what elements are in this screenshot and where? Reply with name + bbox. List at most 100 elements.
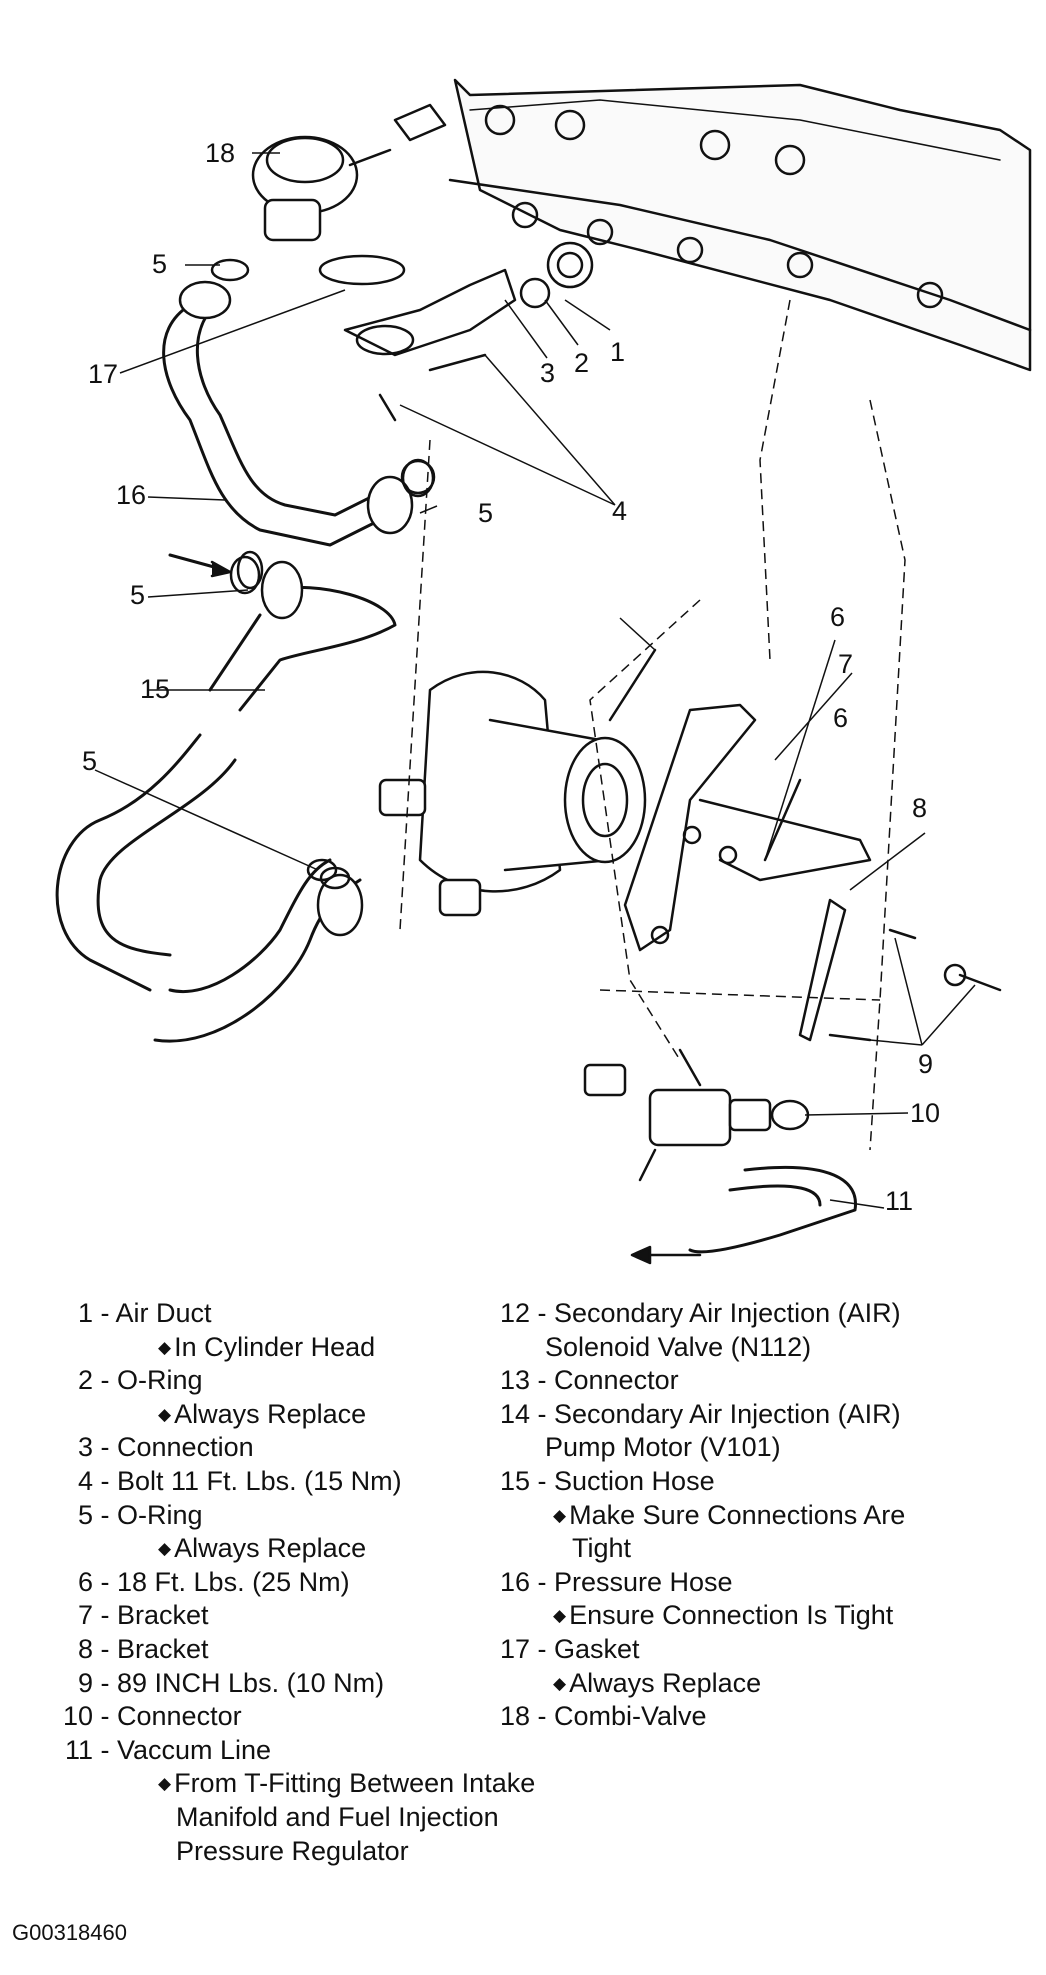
callout-17: 17 <box>88 359 118 389</box>
callout-3: 3 <box>540 358 555 388</box>
legend-note-continued: Pressure Regulator <box>176 1835 409 1866</box>
callout-11: 11 <box>885 1186 913 1216</box>
legend-num: 12 <box>499 1298 530 1328</box>
figure-id: G00318460 <box>12 1920 127 1945</box>
legend-item-16: 16 - Pressure Hose <box>480 1566 905 1600</box>
legend-num: 2 <box>77 1365 93 1396</box>
legend-num: 8 <box>77 1633 93 1664</box>
legend-note: ◆Always Replace <box>158 1398 367 1429</box>
suction-hose-illustration <box>208 555 397 712</box>
legend-item-10: 10 - Connector <box>38 1700 535 1734</box>
legend-num: 3 <box>77 1432 93 1463</box>
legend-num: 6 <box>77 1566 93 1597</box>
legend-note: ◆In Cylinder Head <box>158 1331 376 1362</box>
air-pump-motor-illustration <box>378 670 647 917</box>
legend-label: Combi-Valve <box>554 1701 707 1732</box>
diamond-bullet-icon: ◆ <box>158 1539 172 1559</box>
legend-label-continued: Pump Motor (V101) <box>545 1432 781 1463</box>
legend-num: 7 <box>77 1600 93 1631</box>
legend-right-column: 12 - Secondary Air Injection (AIR) Solen… <box>480 1297 905 1734</box>
legend-item-18: 18 - Combi-Valve <box>480 1700 905 1734</box>
legend-num: 10 <box>62 1701 93 1732</box>
pressure-hose-illustration <box>162 280 436 547</box>
legend-item-4: 4 - Bolt 11 Ft. Lbs. (15 Nm) <box>38 1465 535 1499</box>
o-ring-illustration <box>210 258 250 282</box>
callout-15: 15 <box>140 674 170 704</box>
solenoid-valve-illustration <box>583 1048 810 1182</box>
legend-item-6: 6 - 18 Ft. Lbs. (25 Nm) <box>38 1566 535 1600</box>
exploded-parts-diagram: 18 5 17 16 5 5 15 5 1 2 3 4 6 7 6 8 9 10… <box>55 78 1032 1265</box>
legend-label: Bracket <box>117 1633 209 1664</box>
legend-item-13: 13 - Connector <box>480 1364 905 1398</box>
legend-note: ◆Make Sure Connections Are <box>553 1499 906 1530</box>
legend-item-7: 7 - Bracket <box>38 1599 535 1633</box>
legend-item-3: 3 - Connection <box>38 1431 535 1465</box>
legend-label: 89 INCH Lbs. (10 Nm) <box>117 1667 385 1698</box>
cylinder-head-illustration <box>448 78 1032 372</box>
legend-num: 1 <box>77 1298 93 1328</box>
legend-left-column: 1 - Air Duct ◆In Cylinder Head 2 - O-Rin… <box>38 1297 535 1868</box>
legend-label-continued: Solenoid Valve (N112) <box>545 1331 812 1362</box>
legend-label: Suction Hose <box>554 1465 715 1496</box>
bolt-illustration-6 <box>608 648 802 862</box>
callout-8: 8 <box>912 793 927 823</box>
legend-label: Bracket <box>117 1600 209 1631</box>
legend-num: 13 <box>499 1365 530 1396</box>
legend-label: Secondary Air Injection (AIR) <box>554 1298 901 1328</box>
callout-16: 16 <box>116 480 146 510</box>
legend-num: 11 <box>64 1734 93 1765</box>
legend-item-14: 14 - Secondary Air Injection (AIR) <box>480 1398 905 1432</box>
legend-label: Connection <box>117 1432 254 1463</box>
callout-5: 5 <box>152 249 167 279</box>
legend-item-9: 9 - 89 INCH Lbs. (10 Nm) <box>38 1667 535 1701</box>
legend-item-8: 8 - Bracket <box>38 1633 535 1667</box>
callout-1: 1 <box>610 337 625 367</box>
diamond-bullet-icon: ◆ <box>158 1337 172 1357</box>
diamond-bullet-icon: ◆ <box>158 1404 172 1424</box>
legend-item-11: 11 - Vaccum Line <box>38 1734 535 1768</box>
legend-label: 18 Ft. Lbs. (25 Nm) <box>117 1566 350 1597</box>
legend-item-5: 5 - O-Ring <box>38 1499 535 1533</box>
legend-item-1: 1 - Air Duct <box>38 1297 535 1331</box>
o-ring-illustration <box>306 858 338 882</box>
legend-item-2: 2 - O-Ring <box>38 1364 535 1398</box>
legend-note: ◆Always Replace <box>158 1533 367 1564</box>
bracket-illustration <box>623 703 872 952</box>
legend-item-17: 17 - Gasket <box>480 1633 905 1667</box>
diamond-bullet-icon: ◆ <box>553 1673 567 1693</box>
bolt-illustration <box>378 353 487 422</box>
legend-label: Connector <box>117 1701 242 1732</box>
legend-label: Pressure Hose <box>554 1566 733 1597</box>
diamond-bullet-icon: ◆ <box>553 1505 567 1525</box>
callout-9: 9 <box>918 1049 933 1079</box>
legend-label: Gasket <box>554 1633 640 1664</box>
callout-18: 18 <box>205 138 235 168</box>
legend-item-12: 12 - Secondary Air Injection (AIR) <box>480 1297 905 1331</box>
legend-num: 17 <box>499 1633 530 1664</box>
legend-num: 9 <box>77 1667 93 1698</box>
legend-note: ◆From T-Fitting Between Intake <box>158 1768 536 1799</box>
legend-note-continued: Manifold and Fuel Injection <box>176 1801 499 1832</box>
legend-num: 16 <box>499 1566 530 1597</box>
callout-5: 5 <box>130 580 145 610</box>
legend-num: 5 <box>77 1499 93 1530</box>
legend-item-15: 15 - Suction Hose <box>480 1465 905 1499</box>
vacuum-line-illustration <box>630 1165 858 1265</box>
o-ring-illustration <box>236 550 264 590</box>
legend-note: ◆Ensure Connection Is Tight <box>553 1600 894 1631</box>
legend-num: 14 <box>499 1398 530 1429</box>
lower-hose-illustration <box>55 733 364 1043</box>
legend-label: Bolt 11 Ft. Lbs. (15 Nm) <box>117 1465 402 1496</box>
legend-note: ◆Always Replace <box>553 1667 762 1698</box>
callout-2: 2 <box>574 348 589 378</box>
legend-num: 4 <box>77 1465 93 1496</box>
callout-7: 7 <box>838 649 853 679</box>
diamond-bullet-icon: ◆ <box>158 1774 172 1794</box>
legend-label: Air Duct <box>115 1298 212 1328</box>
small-bracket-illustration <box>798 898 1002 1042</box>
callout-6: 6 <box>830 602 845 632</box>
callout-6: 6 <box>833 703 848 733</box>
combi-valve-illustration <box>251 103 447 286</box>
legend-num: 15 <box>499 1465 530 1496</box>
legend-label: Secondary Air Injection (AIR) <box>554 1398 901 1429</box>
